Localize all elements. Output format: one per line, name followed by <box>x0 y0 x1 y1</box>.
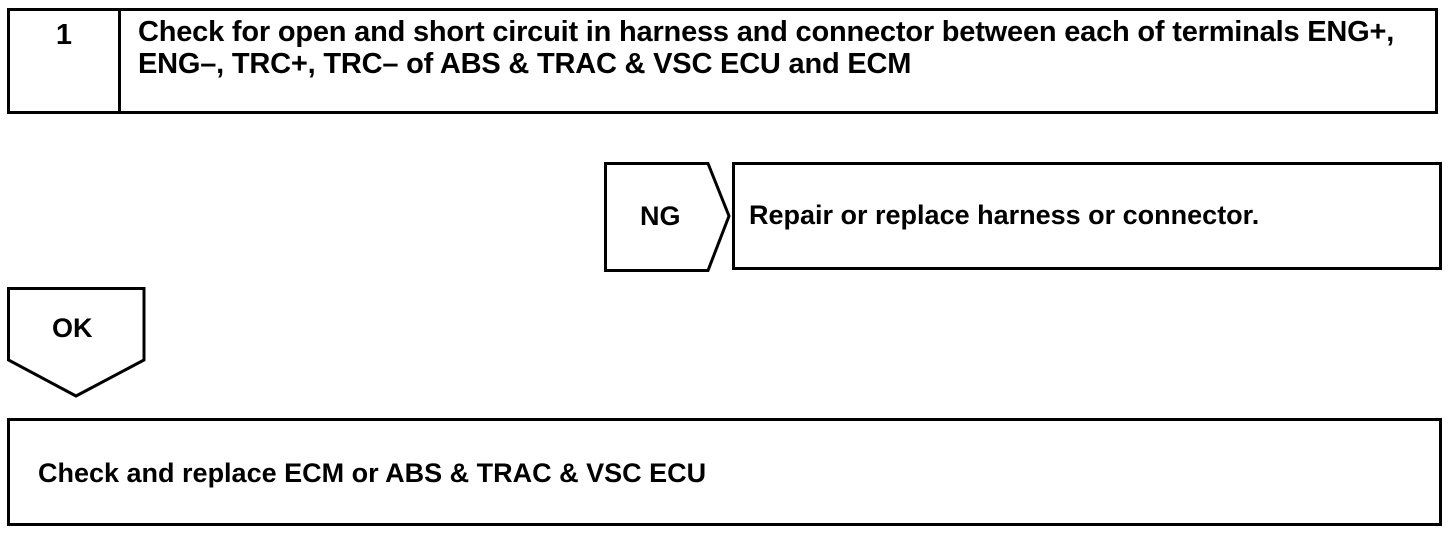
ok-result-box: Check and replace ECM or ABS & TRAC & VS… <box>7 418 1442 526</box>
step-number-cell: 1 <box>10 11 121 111</box>
ok-arrow-icon <box>7 287 146 398</box>
ng-label: NG <box>640 201 681 231</box>
step-number: 1 <box>55 19 73 51</box>
ng-result-box: Repair or replace harness or connector. <box>732 162 1442 270</box>
step-box: 1 Check for open and short circuit in ha… <box>7 8 1438 114</box>
ng-result-text: Repair or replace harness or connector. <box>749 200 1260 230</box>
step-title: Check for open and short circuit in harn… <box>138 16 1395 80</box>
ng-arrow-icon <box>604 162 731 272</box>
ok-result-text: Check and replace ECM or ABS & TRAC & VS… <box>38 458 707 488</box>
ok-label: OK <box>52 313 93 343</box>
